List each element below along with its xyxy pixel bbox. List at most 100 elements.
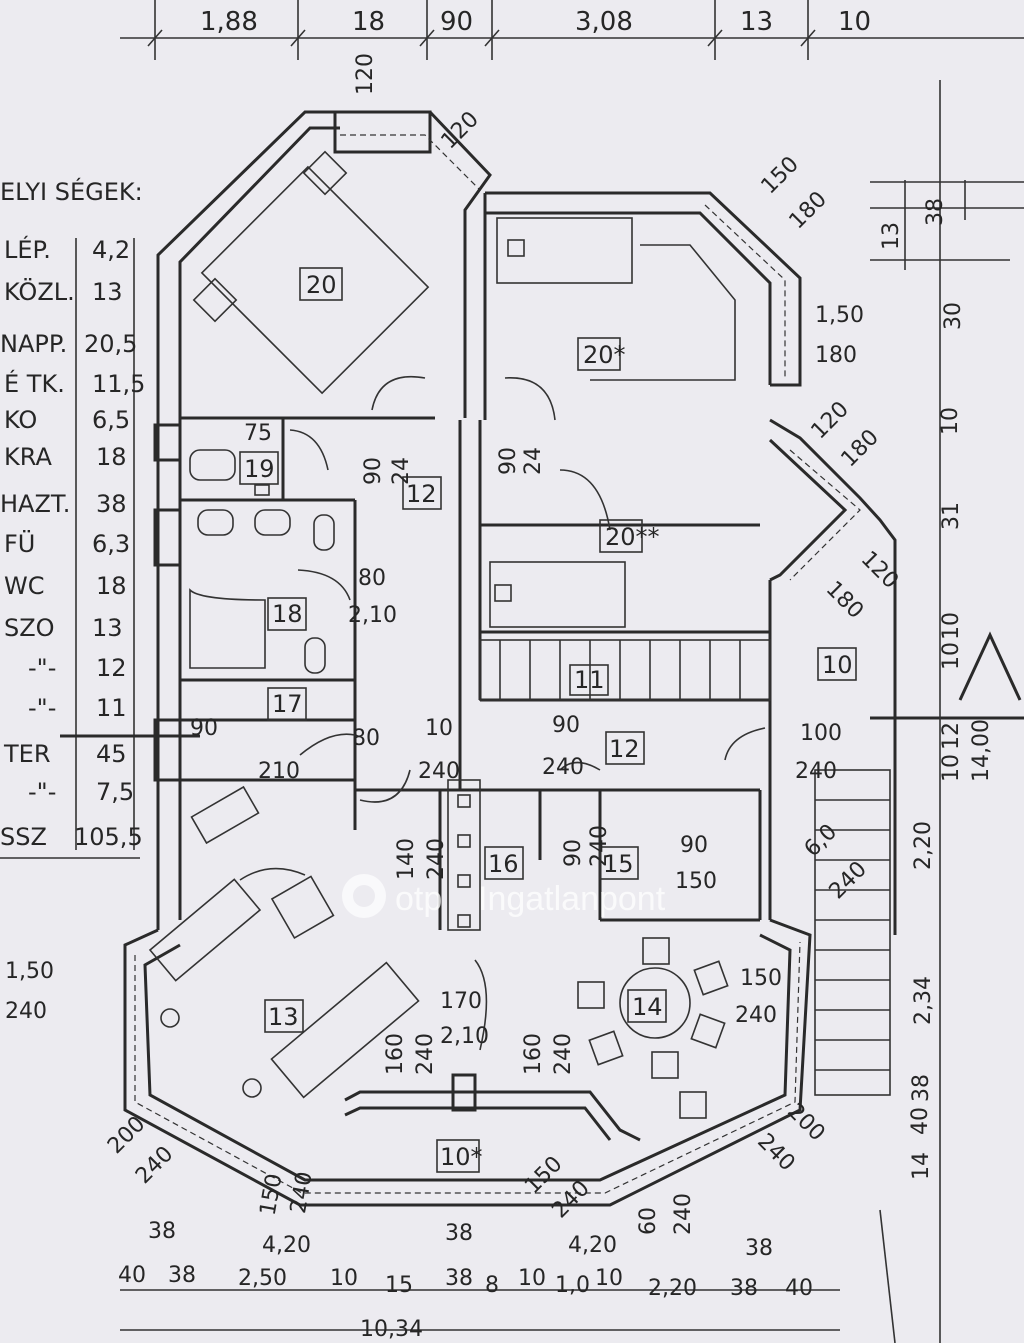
dimension-label: 100 <box>800 721 842 746</box>
otp-ingatlanpont-watermark: otp Ingatlanpont <box>342 874 666 918</box>
legend-value: 45 <box>96 740 127 768</box>
room-20a-label: 20* <box>583 341 626 369</box>
toilet-icon <box>304 637 326 674</box>
dimension-label: 160 <box>521 1033 546 1075</box>
dimension-label: 180 <box>815 343 857 368</box>
legend-value: 11,5 <box>92 370 145 398</box>
dimension-label: 14 <box>909 1152 934 1180</box>
watermark-suffix: Ingatlanpont <box>478 880 666 918</box>
door-icon <box>371 376 426 411</box>
dimension-label: 2,20 <box>648 1276 697 1301</box>
sink-icon <box>197 509 234 536</box>
dimension-label: 120 <box>807 397 854 444</box>
bottom-dimension-lines: 38 38 38 4,20 4,20 40 38 2,50 10 15 38 8… <box>118 1219 840 1342</box>
dimension-label: 240 <box>413 1033 438 1075</box>
room-12b-label: 12 <box>609 735 640 763</box>
door-icon <box>299 733 356 756</box>
legend-label: SZO <box>4 614 55 642</box>
dimension-label: 80 <box>358 566 386 591</box>
bathtub-icon <box>189 449 236 481</box>
room-10b-label: 10* <box>440 1143 483 1171</box>
dimension-label: 240 <box>825 857 872 904</box>
bed-icon <box>200 165 430 395</box>
legend-label: LÉP. <box>4 235 51 264</box>
dimension-label: 170 <box>440 989 482 1014</box>
dimension-label: 14,00 <box>969 719 994 782</box>
room-20b-label: 20** <box>605 523 660 551</box>
sink-icon <box>254 509 291 536</box>
dimension-label: 10 <box>595 1266 623 1291</box>
dimension-label: 2,10 <box>348 603 397 628</box>
staircase-center <box>479 639 771 701</box>
dimension-label: 40 <box>908 1107 933 1135</box>
room-12a-label: 12 <box>406 480 437 508</box>
dimension-label: 240 <box>795 759 837 784</box>
dimension-label: 30 <box>941 302 966 330</box>
top-dim-5: 13 <box>740 7 773 37</box>
dimension-label: 90 <box>552 713 580 738</box>
dimension-label: 180 <box>785 187 832 234</box>
door-icon <box>474 959 488 1051</box>
dimension-label: 31 <box>939 502 964 530</box>
legend-label: HAZT. <box>0 490 70 518</box>
bathtub-icon <box>189 588 266 669</box>
door-icon <box>724 727 766 761</box>
dimension-label: 1,0 <box>555 1273 590 1298</box>
dimension-label: 38 <box>730 1276 758 1301</box>
dimension-label: 60 <box>636 1207 661 1235</box>
dimension-label: 10 <box>425 716 453 741</box>
dimension-label: 140 <box>394 838 419 880</box>
bed-icon <box>489 561 626 628</box>
right-dimension-line: 38 13 30 10 31 10 10 12 10 14,00 2,20 2,… <box>870 80 1024 1343</box>
armchair-icon <box>270 875 335 940</box>
dimension-label: 180 <box>821 577 868 624</box>
dimension-label: 240 <box>131 1142 178 1189</box>
dimension-label: 40 <box>118 1263 146 1288</box>
dimension-label: 24 <box>521 447 546 475</box>
legend-value: 105,5 <box>74 823 143 851</box>
dimension-label: 90 <box>361 457 386 485</box>
dimension-label: 120 <box>437 107 484 154</box>
top-dimension-line: 1,88 18 90 3,08 13 10 <box>120 0 1024 60</box>
legend-value: 7,5 <box>96 778 134 806</box>
dimension-label: 10 <box>330 1266 358 1291</box>
room-11-label: 11 <box>574 666 605 694</box>
dimension-label: 2,10 <box>440 1024 489 1049</box>
furniture <box>148 150 891 1119</box>
door-icon <box>504 377 556 421</box>
dimension-label: 38 <box>148 1219 176 1244</box>
room-labels: 20 20* 20** 19 12 18 17 11 10 12 16 15 1… <box>239 267 857 1173</box>
legend-value: 18 <box>96 572 127 600</box>
opening-dimensions: 120 120 150 180 1,50 180 120 180 120 180… <box>5 53 903 1235</box>
room-10a-label: 10 <box>822 651 853 679</box>
legend-label: WC <box>4 572 45 600</box>
dimension-label: 240 <box>671 1193 696 1235</box>
dimension-label: 120 <box>353 53 378 95</box>
legend-value: 38 <box>96 490 127 518</box>
dimension-label: 150 <box>256 1172 288 1218</box>
legend-value: 13 <box>92 614 123 642</box>
dimension-label: 10 <box>939 642 964 670</box>
dimension-label: 160 <box>383 1033 408 1075</box>
legend-label: KO <box>4 406 37 434</box>
total-width: 10,34 <box>360 1317 423 1342</box>
room-20-label: 20 <box>306 271 337 299</box>
legend-value: 6,3 <box>92 530 130 558</box>
dimension-label: 10 <box>939 754 964 782</box>
room-16-label: 16 <box>488 850 519 878</box>
dimension-label: 240 <box>547 1176 594 1223</box>
legend-value: 6,5 <box>92 406 130 434</box>
dimension-label: 10 <box>939 612 964 640</box>
legend-label: TER <box>3 740 51 768</box>
dimension-label: 240 <box>418 759 460 784</box>
legend-label: -"- <box>28 778 56 806</box>
legend-value: 13 <box>92 278 123 306</box>
dimension-label: 4,20 <box>568 1233 617 1258</box>
dimension-label: 40 <box>785 1276 813 1301</box>
legend-label: NAPP. <box>0 330 67 358</box>
door-icon <box>297 569 351 601</box>
dimension-label: 38 <box>909 1074 934 1102</box>
dimension-label: 240 <box>286 1170 318 1216</box>
dimension-label: 24 <box>389 457 414 485</box>
dimension-label: 75 <box>244 421 272 446</box>
